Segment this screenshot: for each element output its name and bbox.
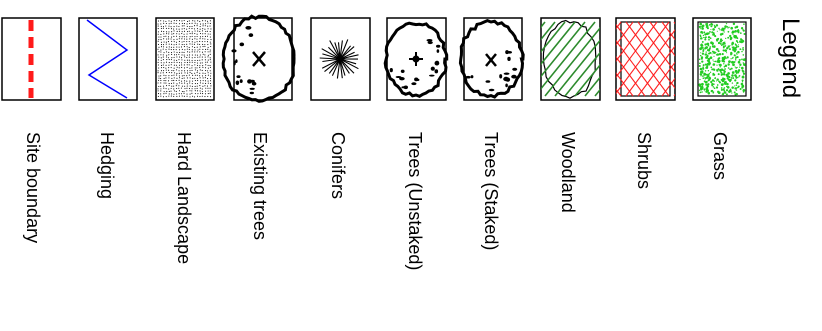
legend-item-site-boundary: Site boundary bbox=[2, 18, 61, 243]
legend-item-hedging: Hedging bbox=[79, 18, 137, 199]
hedging-swatch-frame bbox=[79, 18, 137, 100]
legend-label-shrubs: Shrubs bbox=[634, 132, 654, 189]
legend-label-hard-landscape: Hard Landscape bbox=[174, 132, 194, 264]
legend-item-hard-landscape: Hard Landscape bbox=[156, 18, 214, 264]
legend-label-hedging: Hedging bbox=[97, 132, 117, 199]
legend-title: Legend bbox=[777, 18, 804, 98]
legend-label-existing-trees: Existing trees bbox=[250, 132, 270, 240]
legend-item-trees-unstaked: Trees (Unstaked) bbox=[385, 18, 447, 270]
dotted-hatch-icon bbox=[156, 18, 214, 100]
legend-label-grass: Grass bbox=[710, 132, 730, 180]
legend-label-trees-unstaked: Trees (Unstaked) bbox=[405, 132, 425, 270]
legend-label-woodland: Woodland bbox=[558, 132, 578, 213]
legend-item-trees-staked: Trees (Staked) bbox=[460, 18, 523, 250]
legend-label-conifers: Conifers bbox=[328, 132, 348, 199]
legend-item-grass: Grass bbox=[693, 18, 751, 180]
legend-item-conifers: Conifers bbox=[311, 18, 370, 199]
legend-label-site-boundary: Site boundary bbox=[23, 132, 43, 243]
legend-item-existing-trees: Existing trees bbox=[223, 16, 294, 240]
existing-trees-swatch-frame bbox=[234, 18, 292, 100]
green-speckle-icon bbox=[698, 22, 746, 96]
legend-label-trees-staked: Trees (Staked) bbox=[481, 132, 501, 250]
